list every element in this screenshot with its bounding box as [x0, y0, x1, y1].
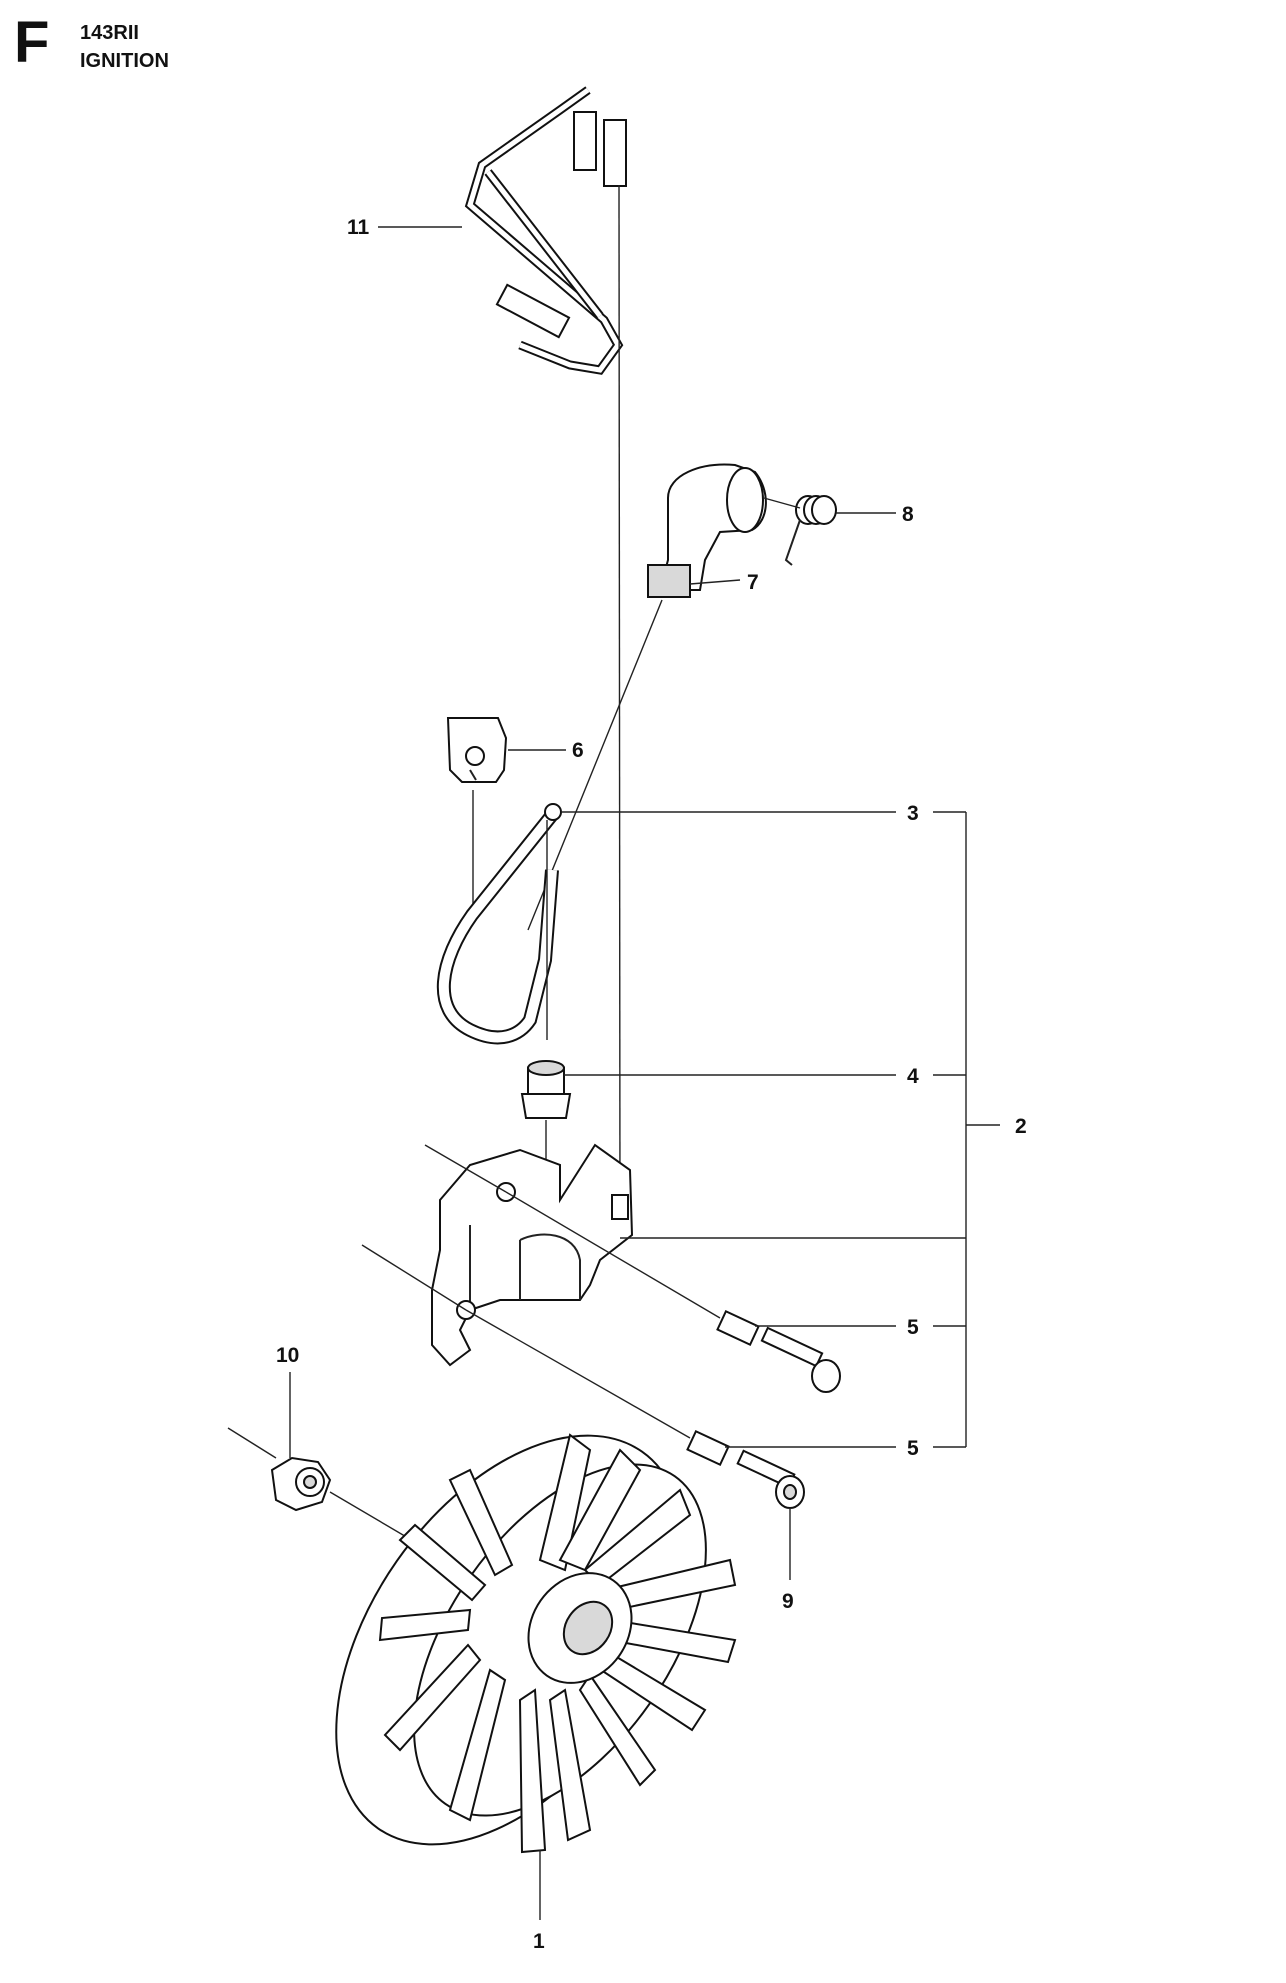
part-4-grommet — [520, 1060, 572, 1119]
part-9-screw — [736, 1449, 805, 1509]
axis-line-lower — [361, 1244, 467, 1311]
callout-10: 10 — [276, 1344, 299, 1367]
part-3-ht-lead — [436, 803, 562, 1045]
axis-line-nut — [227, 1427, 277, 1459]
assembly-line-5a — [505, 1191, 721, 1319]
part-6-clip — [446, 717, 508, 783]
part-7-spark-plug-boot — [647, 463, 767, 598]
axis-line-upper — [424, 1144, 507, 1193]
part-10-nut — [270, 1456, 332, 1512]
callout-9: 9 — [782, 1590, 794, 1613]
callout-7: 7 — [747, 571, 759, 594]
callout-5-upper: 5 — [907, 1316, 919, 1339]
cable-plug — [495, 283, 571, 339]
section-title: IGNITION — [80, 50, 169, 72]
callout-1: 1 — [533, 1930, 545, 1953]
ignition-module — [431, 1143, 634, 1367]
leader-7 — [689, 579, 741, 585]
part-5-lower-sleeve — [686, 1430, 730, 1466]
callout-8: 8 — [902, 503, 914, 526]
callout-3: 3 — [907, 802, 919, 825]
callout-4: 4 — [907, 1065, 919, 1088]
part-8-spring — [784, 495, 837, 566]
model-name: 143RII — [80, 22, 139, 44]
callout-11: 11 — [347, 216, 370, 239]
callout-6: 6 — [572, 739, 584, 762]
part-11-cable — [464, 86, 627, 375]
section-letter: F — [14, 10, 50, 75]
assembly-line-5b — [465, 1309, 691, 1439]
assembly-2-bracket — [933, 811, 1000, 1448]
assembly-line-spring — [763, 497, 801, 509]
part-5-upper-sleeve — [716, 1310, 841, 1393]
part-1-flywheel — [335, 1433, 737, 1854]
callout-5-lower: 5 — [907, 1437, 919, 1460]
connector-terminal-left — [573, 111, 597, 171]
connector-terminal-right — [603, 119, 627, 187]
assembly-line-cable — [618, 184, 621, 1231]
callout-2: 2 — [1015, 1115, 1027, 1138]
